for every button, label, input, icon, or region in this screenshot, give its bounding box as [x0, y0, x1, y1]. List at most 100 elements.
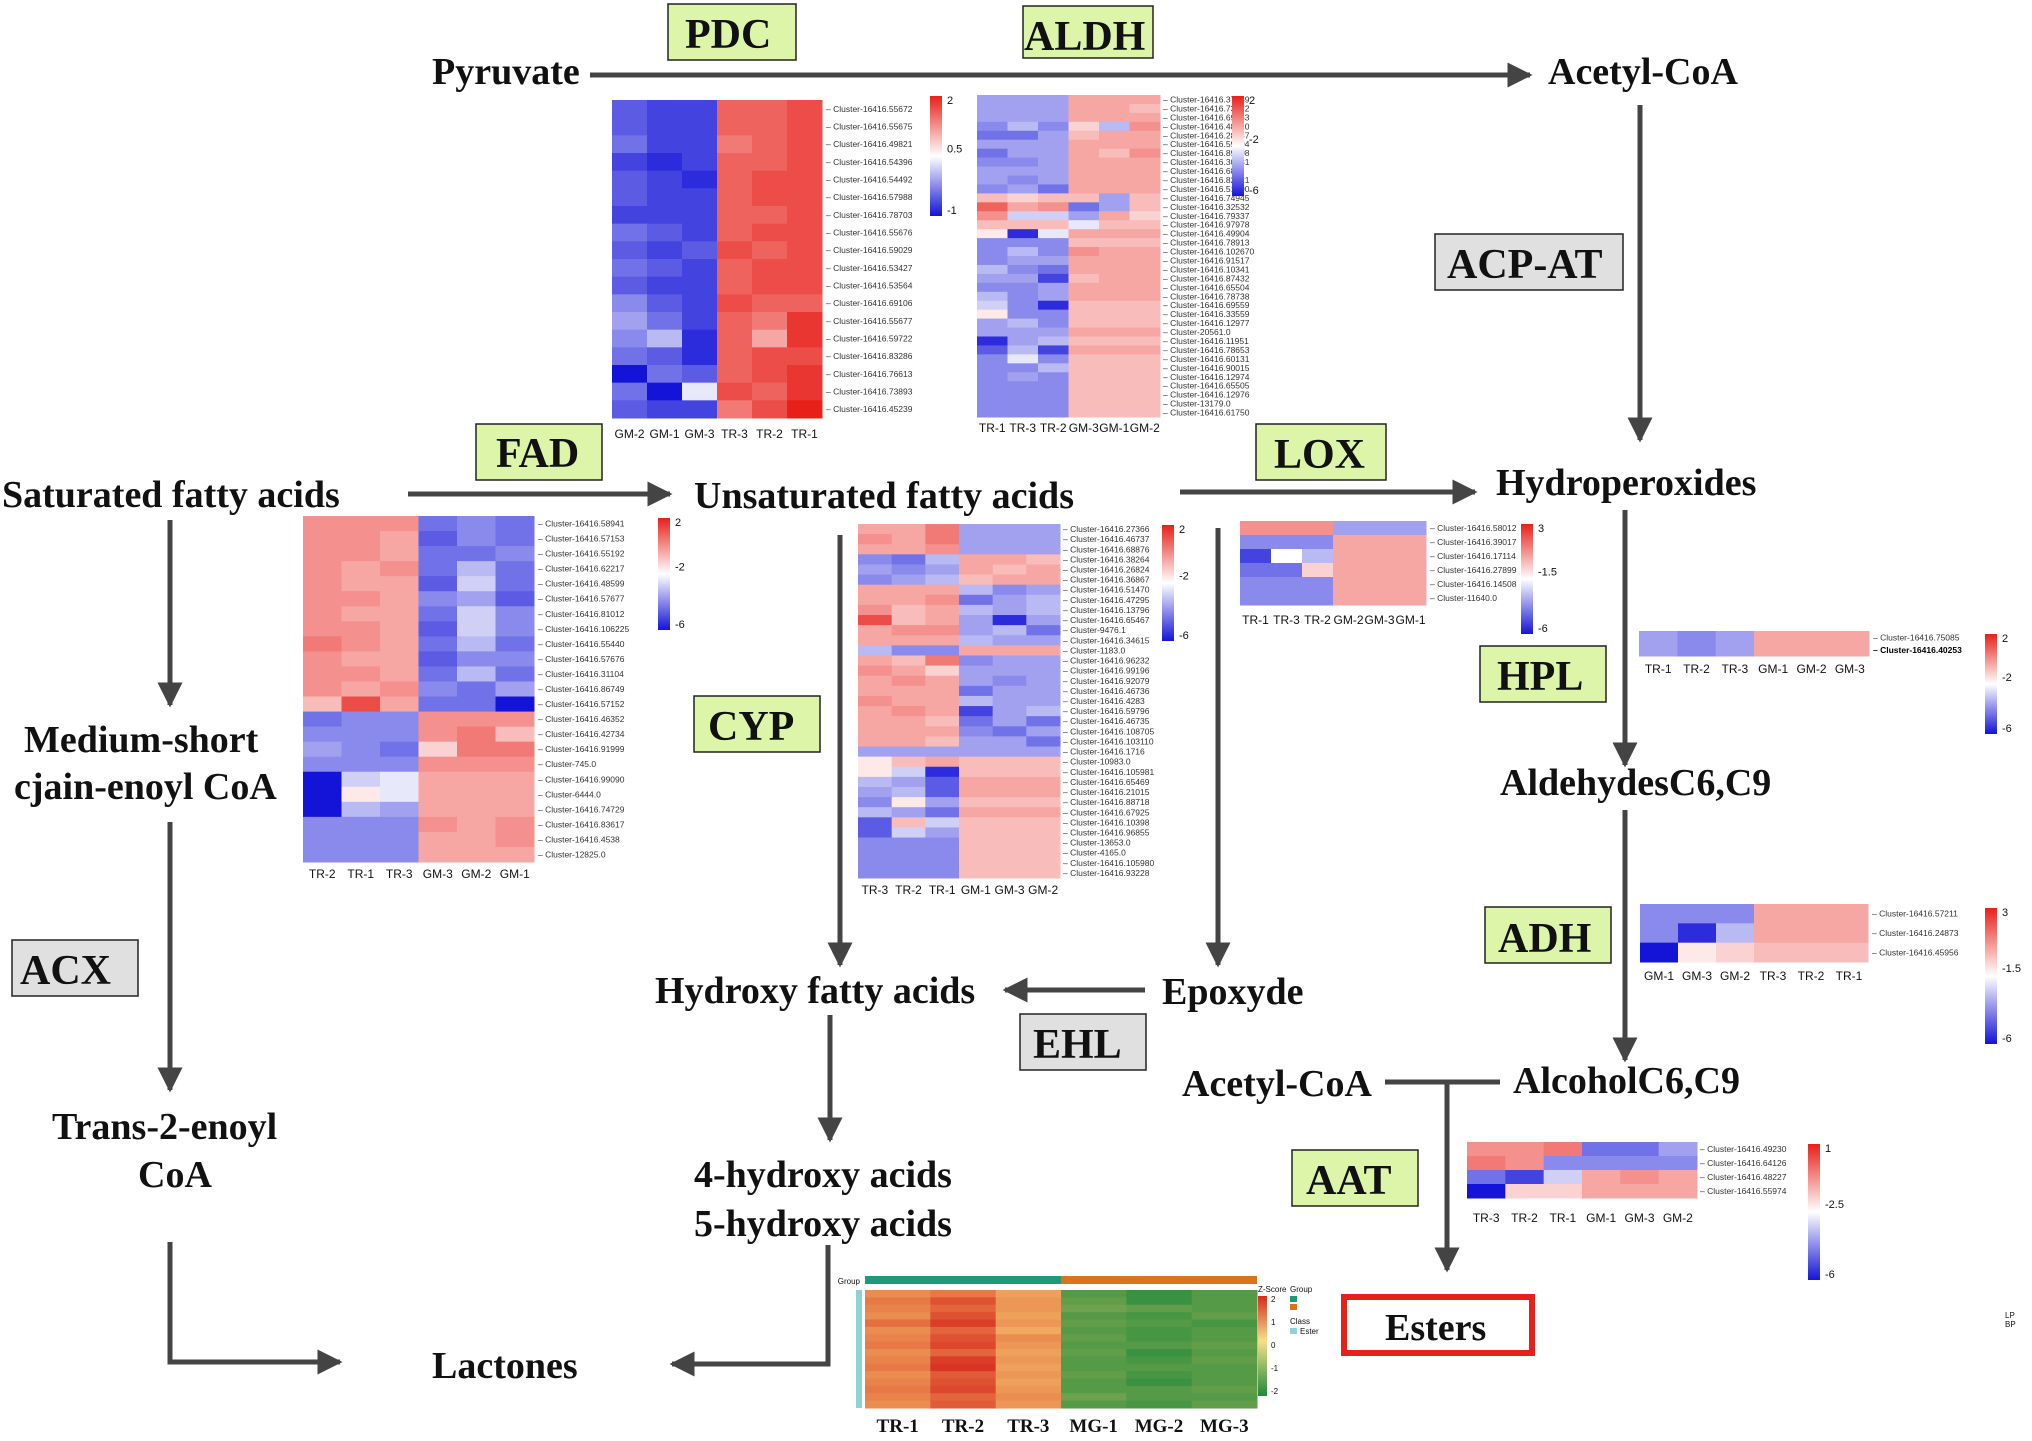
heatmap-cyp-cell [959, 827, 994, 839]
heatmap-fad-cell [341, 681, 381, 698]
heatmap-fad-cell [495, 546, 535, 562]
heatmap-esters-cell [995, 1304, 1062, 1313]
heatmap-aldh-cell [1007, 247, 1039, 257]
label-trans-line2: CoA [138, 1154, 212, 1196]
enzyme-box-cyp [693, 695, 821, 753]
heatmap-fad-cell [303, 681, 342, 698]
heatmap-aldh-cell [977, 193, 1008, 203]
heatmap-fad-col-label: GM-3 [423, 867, 453, 881]
heatmap-cyp-cell [858, 544, 893, 555]
label-unsaturated-fatty-acids: Unsaturated fatty acids [694, 475, 1074, 517]
heatmap-adh-cell [1830, 942, 1869, 963]
heatmap-cyp-cell [925, 615, 960, 626]
heatmap-esters-cell [930, 1393, 997, 1402]
heatmap-cyp-cell [858, 645, 893, 656]
heatmap-cyp-cell [1026, 524, 1061, 535]
heatmap-esters-cell [930, 1371, 997, 1380]
heatmap-cyp-cell [891, 544, 926, 555]
heatmap-aldh-cell [1129, 336, 1161, 346]
heatmap-aat-cell [1658, 1170, 1698, 1185]
heatmap-aat-cell [1620, 1142, 1660, 1157]
heatmap-esters-cell [865, 1304, 931, 1313]
heatmap-esters-cell [1191, 1334, 1258, 1343]
heatmap-cyp-cell [858, 797, 893, 808]
heatmap-aldh-scale-bar [1232, 96, 1244, 196]
heatmap-esters-cell [995, 1371, 1062, 1380]
heatmap-cyp-cell [858, 807, 893, 818]
enzyme-pdc: PDC [685, 12, 771, 58]
heatmap-aldh-cell [977, 327, 1008, 337]
heatmap-esters-cell [1191, 1356, 1258, 1365]
heatmap-cyp-cell [925, 695, 960, 707]
heatmap-cyp-row-label: – Cluster-16416.96232 [1063, 656, 1150, 666]
heatmap-fad-cell [495, 726, 535, 743]
heatmap-cyp-row-label: – Cluster-16416.47295 [1063, 595, 1150, 605]
heatmap-pdc-row-label: – Cluster-16416.57988 [826, 192, 913, 202]
enzyme-box-adh [1484, 906, 1612, 964]
heatmap-aldh-row-label: – Cluster-16416.12976 [1163, 390, 1250, 400]
heatmap-pdc-row-label: – Cluster-16416.49821 [826, 139, 913, 149]
enzyme-ehl: EHL [1033, 1022, 1122, 1068]
heatmap-cyp-cell [992, 746, 1027, 758]
heatmap-aldh-cell [1068, 282, 1100, 293]
heatmap-aldh-cell [1099, 112, 1130, 123]
heatmap-pdc-cell [682, 294, 718, 313]
heatmap-aldh-cell [1068, 121, 1100, 132]
heatmap-fad-cell [341, 651, 381, 667]
heatmap-aldh-cell [1099, 309, 1130, 320]
heatmap-fad-cell [380, 846, 419, 863]
heatmap-cyp-cell [959, 564, 994, 576]
heatmap-cyp-col-label: TR-2 [895, 883, 922, 897]
heatmap-esters-cell [1061, 1312, 1127, 1321]
heatmap-esters-cell [1191, 1312, 1258, 1321]
heatmap-fad-cell [457, 531, 496, 547]
heatmap-pdc-cell [612, 365, 648, 384]
heatmap-lox-cell [1364, 591, 1396, 606]
heatmap-cyp-row-label: – Cluster-16416.4283 [1063, 696, 1145, 706]
heatmap-esters-cell [1061, 1326, 1127, 1335]
heatmap-lox-cell [1302, 563, 1334, 578]
heatmap-aat-cell [1505, 1170, 1545, 1185]
heatmap-adh-cell [1754, 923, 1793, 944]
heatmap-lox-cell [1271, 563, 1303, 578]
arrow-trans-to-lactones [167, 1242, 343, 1375]
heatmap-esters-cell [1126, 1378, 1193, 1387]
heatmap-pdc-cell [682, 188, 718, 207]
heatmap-fad-row-label: – Cluster-16416.83617 [538, 819, 625, 829]
heatmap-aat-cell [1505, 1156, 1545, 1171]
heatmap-aldh-cell [1068, 363, 1100, 373]
heatmap-hpl-col-label: TR-1 [1645, 662, 1672, 676]
heatmap-aldh-cell [977, 211, 1008, 221]
heatmap-cyp-cell [858, 695, 893, 707]
heatmap-aldh-row-label: – Cluster-16416.79337 [1163, 211, 1250, 221]
heatmap-aldh-row-label: – Cluster-16416.78913 [1163, 238, 1250, 248]
heatmap-pdc-cell [612, 294, 648, 313]
heatmap-fad-cell [418, 636, 458, 652]
heatmap-cyp-cell [1026, 867, 1061, 879]
heatmap-pdc-cell [717, 382, 753, 401]
heatmap-aat-col-label: GM-2 [1663, 1211, 1693, 1225]
heatmap-pdc-cell [647, 153, 683, 172]
heatmap-aat-row-label: – Cluster-16416.55974 [1700, 1186, 1787, 1196]
heatmap-aldh-cell [1129, 238, 1161, 248]
heatmap-aldh-cell [1099, 193, 1130, 203]
heatmap-fad-cell [457, 651, 496, 667]
heatmap-cyp-cell [925, 685, 960, 697]
heatmap-fad-cell [380, 756, 419, 773]
heatmap-esters-col-label: MG-2 [1135, 1416, 1184, 1436]
heatmap-cyp-row-label: – Cluster-16416.59796 [1063, 706, 1150, 716]
heatmap-fad-cell [341, 756, 381, 773]
heatmap-cyp-row-label: – Cluster-16416.105980 [1063, 858, 1154, 868]
heatmap-cyp-cell [992, 766, 1027, 778]
heatmap-hpl-col-label: GM-2 [1797, 662, 1827, 676]
heatmap-aldh-cell [1038, 157, 1069, 168]
heatmap-cyp-cell [992, 675, 1027, 687]
heatmap-aldh-cell [1038, 408, 1069, 418]
heatmap-pdc-cell [612, 276, 648, 295]
heatmap-aldh-cell [1038, 264, 1069, 275]
heatmap-lox-row-label: – Cluster-16416.58012 [1430, 523, 1517, 533]
heatmap-adh-cell [1830, 923, 1869, 944]
heatmap-cyp-cell [891, 716, 926, 727]
heatmap-cyp-cell [992, 756, 1027, 768]
heatmap-adh-row-label: – Cluster-16416.57211 [1872, 909, 1958, 919]
